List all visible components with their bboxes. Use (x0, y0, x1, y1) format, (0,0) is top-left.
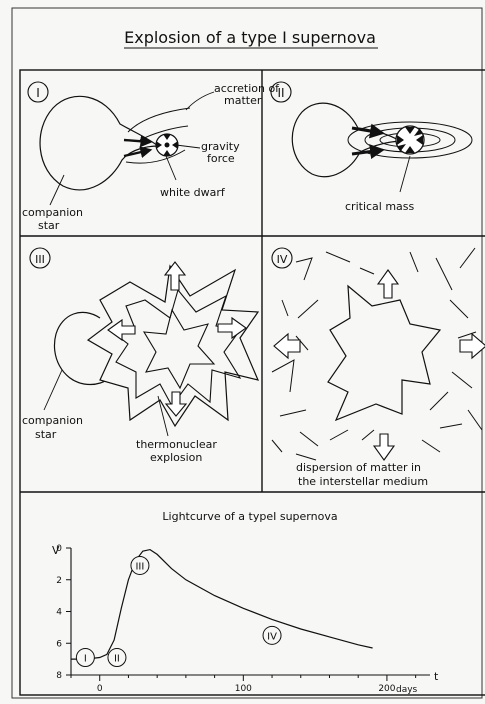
panel-2-numeral: II (277, 86, 284, 100)
accretion-arrow-1 (124, 140, 150, 142)
page-title: Explosion of a type I supernova (124, 28, 376, 47)
gravity-leader (176, 145, 200, 148)
explosion-label-2: explosion (150, 451, 202, 464)
panel-4: IV (272, 248, 485, 488)
y-tick-label: 6 (56, 639, 62, 649)
companion-leader-3 (44, 370, 62, 410)
panel-4-numeral: IV (277, 253, 288, 266)
phase-marker-label: III (135, 561, 144, 572)
companion-label-3b: star (35, 428, 57, 441)
lightcurve-x-unit: days (396, 685, 418, 695)
panel-1: I accretion of matter gravity force whit… (22, 82, 280, 232)
lightcurve-line (71, 550, 373, 660)
gravity-label-2: force (207, 152, 235, 165)
accretion-arrow-2 (124, 150, 150, 156)
lightcurve-y-ticks: 0 2 4 6 8 (56, 544, 71, 681)
phase-marker-label: I (84, 654, 87, 665)
expanded-remnant (328, 286, 440, 420)
dispersion-arrow-up (378, 270, 398, 298)
accretion-label-2: matter (224, 94, 262, 107)
x-tick-label: 200 (378, 684, 395, 694)
critical-mass-leader (400, 156, 410, 192)
lightcurve-x-ticks: 0 100 200 (71, 675, 416, 694)
accretion-stream-upper (128, 108, 190, 132)
companion-label-1: companion (22, 206, 83, 219)
white-dwarf-leader (166, 156, 176, 180)
dispersion-arrow-down (374, 434, 394, 460)
panel-grid (20, 70, 485, 695)
panel-3: III companion star thermonuclear explosi… (22, 248, 258, 464)
explosion-label-1: thermonuclear (136, 438, 217, 451)
white-dwarf-core (165, 143, 170, 148)
phase-marker-label: IV (267, 631, 277, 642)
y-tick-label: 2 (56, 576, 62, 586)
dispersion-label-1: dispersion of matter in (296, 461, 421, 474)
x-tick-label: 0 (97, 684, 103, 694)
panel-2: II critical mass (271, 82, 472, 213)
accretion-arrow-4 (352, 150, 382, 154)
companion-star-shape (40, 96, 158, 190)
lightcurve-x-label: t (434, 670, 439, 683)
panel-1-numeral: I (36, 86, 40, 100)
companion-star-shape-2 (292, 103, 400, 177)
phase-marker-label: II (114, 654, 120, 665)
companion-label-2: star (38, 219, 60, 232)
x-tick-label: 100 (235, 684, 252, 694)
critical-mass-label: critical mass (345, 200, 415, 213)
white-dwarf-label: white dwarf (160, 186, 226, 199)
y-tick-label: 4 (56, 608, 62, 618)
companion-leader (50, 175, 64, 205)
lightcurve-title: Lightcurve of a typeI supernova (162, 510, 337, 523)
y-tick-label: 0 (56, 544, 62, 554)
y-tick-label: 8 (56, 671, 62, 681)
debris-lines (272, 248, 482, 460)
dispersion-arrow-right (460, 334, 485, 358)
dispersion-label-2: the interstellar medium (298, 475, 428, 488)
panel-3-numeral: III (35, 253, 45, 266)
companion-label-3a: companion (22, 414, 83, 427)
lightcurve-panel: Lightcurve of a typeI supernova V t days… (52, 510, 439, 695)
dispersion-arrow-left (274, 334, 300, 358)
accretion-leader (186, 92, 214, 110)
